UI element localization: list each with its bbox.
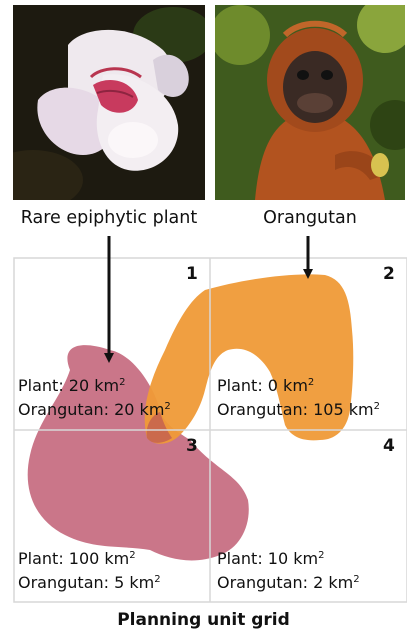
unit-exponent: 2 [318, 550, 324, 561]
cell-3-text: Plant: 100 km2 Orangutan: 5 km2 [18, 547, 161, 595]
unit-exponent: 2 [353, 574, 359, 585]
cell-2-text: Plant: 0 km2 Orangutan: 105 km2 [217, 374, 380, 422]
unit-exponent: 2 [308, 377, 314, 388]
unit-exponent: 2 [129, 550, 135, 561]
cell-1-text: Plant: 20 km2 Orangutan: 20 km2 [18, 374, 171, 422]
cell-1-orangutan-label: Orangutan: 20 km [18, 400, 164, 419]
cell-3-orangutan-label: Orangutan: 5 km [18, 573, 154, 592]
cell-4-number: 4 [383, 436, 395, 456]
cell-1-plant-label: Plant: 20 km [18, 376, 119, 395]
cell-2-orangutan-label: Orangutan: 105 km [217, 400, 374, 419]
cell-4-text: Plant: 10 km2 Orangutan: 2 km2 [217, 547, 360, 595]
cell-3-number: 3 [186, 436, 198, 456]
cell-2-plant-label: Plant: 0 km [217, 376, 308, 395]
cell-4-plant-label: Plant: 10 km [217, 549, 318, 568]
unit-exponent: 2 [154, 574, 160, 585]
grid-title: Planning unit grid [0, 610, 407, 630]
cell-2-number: 2 [383, 264, 395, 284]
cell-3-plant-label: Plant: 100 km [18, 549, 129, 568]
unit-exponent: 2 [164, 401, 170, 412]
cell-4-orangutan-label: Orangutan: 2 km [217, 573, 353, 592]
unit-exponent: 2 [374, 401, 380, 412]
cell-1-number: 1 [186, 264, 198, 284]
unit-exponent: 2 [119, 377, 125, 388]
